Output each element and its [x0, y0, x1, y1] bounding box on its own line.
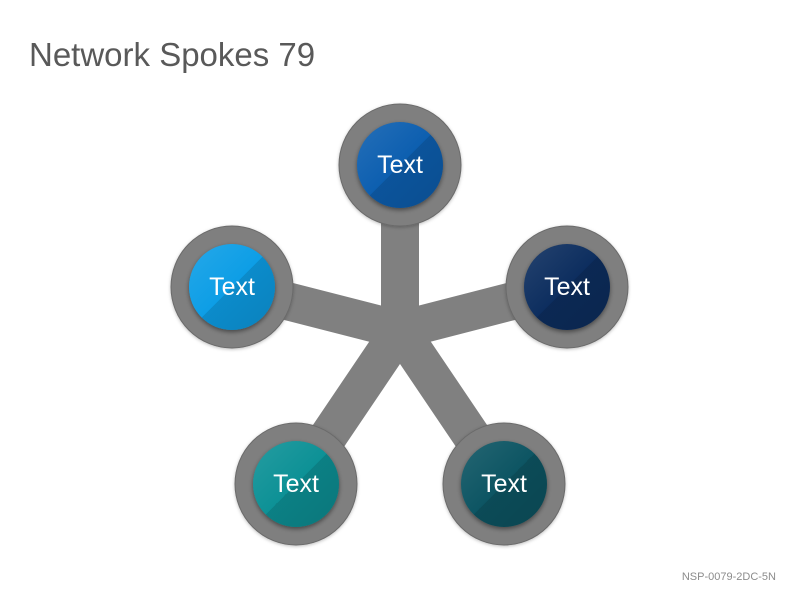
node-shine [253, 441, 339, 527]
node-lower-right[interactable]: Text [442, 422, 566, 546]
node-shine [357, 122, 443, 208]
node-label: Text [377, 151, 423, 179]
node-label: Text [209, 273, 255, 301]
node-top[interactable]: Text [338, 103, 462, 227]
slide-code: NSP-0079-2DC-5N [681, 571, 776, 583]
node-upper-left[interactable]: Text [170, 225, 294, 349]
node-upper-right[interactable]: Text [505, 225, 629, 349]
node-label: Text [481, 470, 527, 498]
node-label: Text [273, 470, 319, 498]
node-shine [461, 441, 547, 527]
node-shine [189, 244, 275, 330]
node-lower-left[interactable]: Text [234, 422, 358, 546]
node-label: Text [544, 273, 590, 301]
page-title: Network Spokes 79 [29, 36, 316, 73]
node-shine [524, 244, 610, 330]
